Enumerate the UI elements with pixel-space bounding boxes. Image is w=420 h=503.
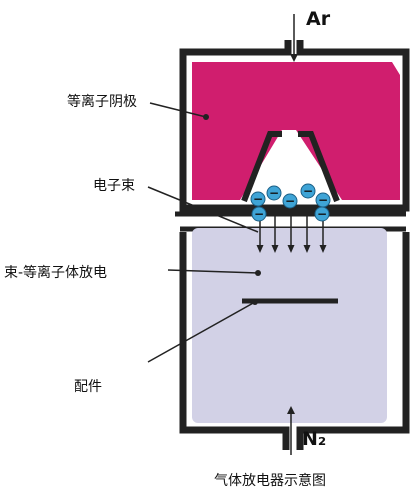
leader-beam: [147, 186, 259, 233]
n2-inlet-arrow: [287, 406, 295, 455]
beam-arrow-3: [287, 210, 295, 253]
upper-chamber-wall: [179, 40, 410, 212]
cathode-plasma-region: [192, 62, 400, 200]
svg-text:−: −: [303, 184, 313, 198]
dot-cathode: [203, 114, 209, 120]
dot-plasma: [255, 270, 261, 276]
electron-1: −: [250, 191, 266, 207]
dot-fitting: [252, 299, 258, 305]
label-gas-ar: Ar: [306, 8, 331, 30]
svg-text:−: −: [253, 192, 263, 206]
label-cathode: 等离子阴极: [67, 94, 137, 110]
label-electron-beam: 电子束: [93, 178, 135, 194]
beam-arrow-4: [303, 210, 311, 253]
figure-caption: 气体放电器示意图: [214, 473, 326, 489]
electron-7: −: [314, 206, 330, 222]
electron-beam-arrows: [256, 210, 327, 253]
electrons-group: −−−−−−−: [250, 183, 331, 222]
label-plasma-discharge: 束-等离子体放电: [4, 265, 108, 281]
electron-4: −: [300, 183, 316, 199]
electron-5: −: [315, 192, 331, 208]
lower-chamber-wall: [179, 232, 410, 450]
nozzle-left-wedge: [241, 131, 282, 203]
label-fitting: 配件: [74, 379, 102, 395]
svg-text:−: −: [254, 207, 264, 221]
svg-text:−: −: [285, 194, 295, 208]
electron-3: −: [282, 193, 298, 209]
leader-fitting: [147, 301, 256, 363]
svg-text:−: −: [317, 207, 327, 221]
beam-arrow-2: [271, 210, 279, 253]
chamber-plasma-region: [192, 228, 387, 423]
nozzle-right-wedge: [298, 131, 340, 203]
svg-text:−: −: [269, 186, 279, 200]
leader-plasma: [167, 269, 259, 274]
label-gas-n2: N₂: [302, 428, 327, 450]
svg-text:−: −: [318, 193, 328, 207]
electron-2: −: [266, 185, 282, 201]
electron-6: −: [251, 206, 267, 222]
leader-cathode: [149, 102, 207, 118]
ar-inlet-arrow: [290, 14, 298, 62]
